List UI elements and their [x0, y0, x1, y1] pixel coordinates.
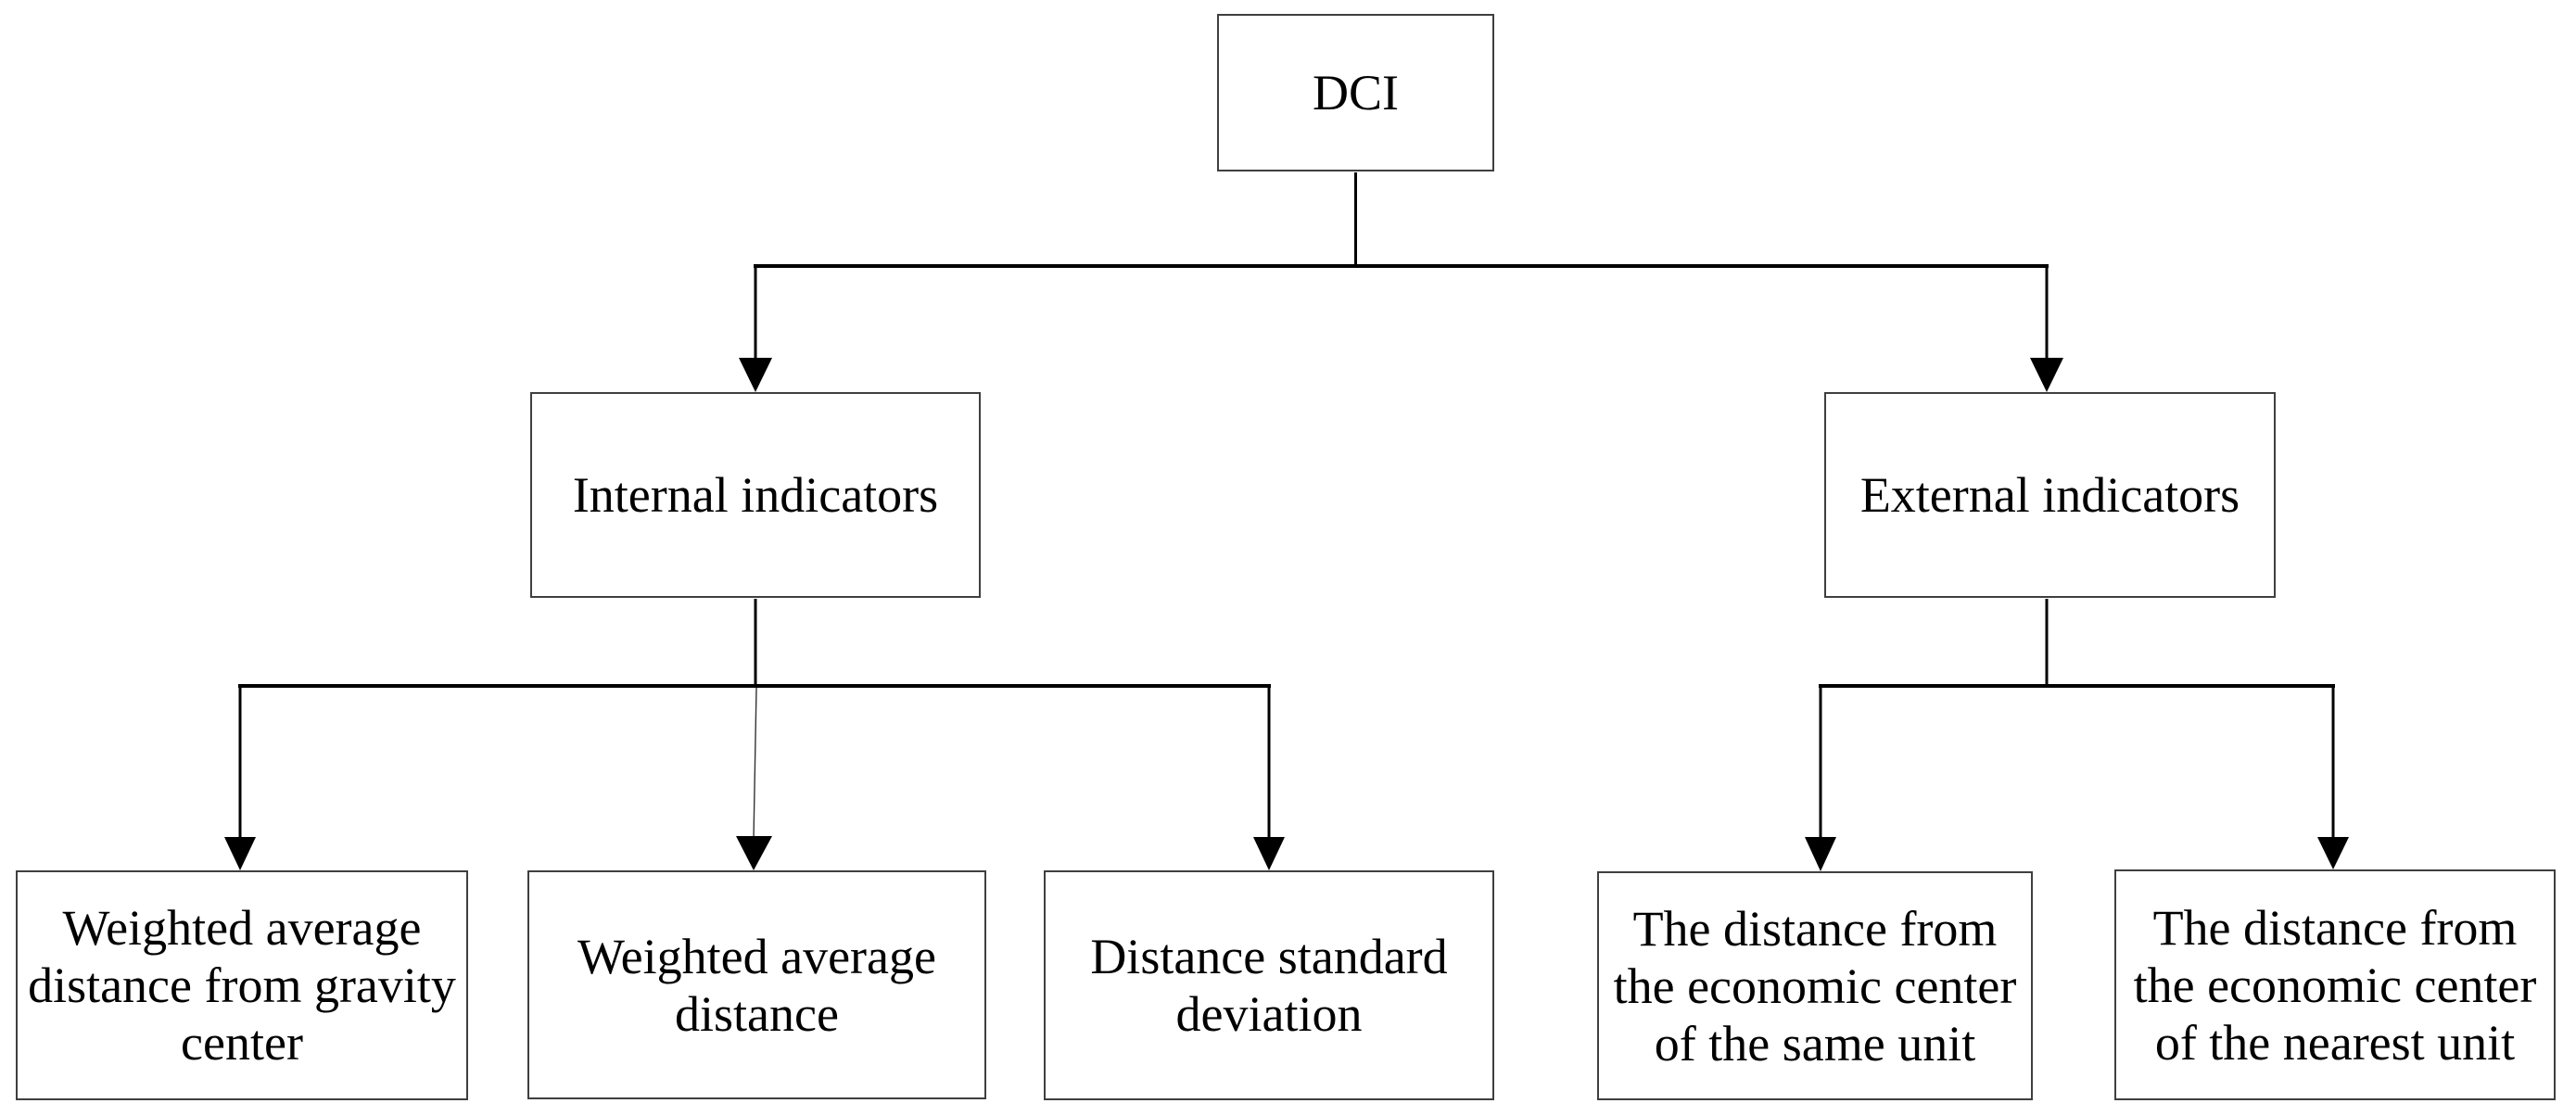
arrowhead-leaf1-icon: [224, 837, 256, 870]
node-external-indicators-label: External indicators: [1859, 467, 2240, 523]
node-external-indicators: External indicators: [1824, 392, 2276, 598]
node-distance-economic-center-same-unit-label: The distance from the economic center of…: [1613, 900, 2017, 1072]
node-distance-economic-center-same-unit: The distance from the economic center of…: [1597, 871, 2033, 1100]
node-distance-economic-center-nearest-unit: The distance from the economic center of…: [2114, 869, 2556, 1100]
arrowhead-leaf4-icon: [1805, 837, 1836, 871]
connector-leaf2-arrow-line: [753, 687, 757, 840]
node-distance-standard-deviation: Distance standard deviation: [1044, 870, 1494, 1100]
node-internal-indicators: Internal indicators: [530, 392, 981, 598]
arrowhead-internal-icon: [739, 358, 772, 392]
node-weighted-average-distance-gravity-center-label: Weighted average distance from gravity c…: [28, 900, 456, 1071]
arrowhead-leaf2-icon: [736, 836, 772, 870]
node-dci-label: DCI: [1313, 65, 1399, 120]
node-weighted-average-distance-label: Weighted average distance: [577, 928, 936, 1042]
node-dci: DCI: [1217, 14, 1494, 171]
node-distance-economic-center-nearest-unit-label: The distance from the economic center of…: [2133, 899, 2537, 1071]
node-weighted-average-distance: Weighted average distance: [527, 870, 986, 1099]
node-distance-standard-deviation-label: Distance standard deviation: [1090, 929, 1448, 1042]
arrowhead-leaf3-icon: [1253, 837, 1285, 870]
arrowhead-leaf5-icon: [2317, 837, 2349, 869]
node-weighted-average-distance-gravity-center: Weighted average distance from gravity c…: [16, 870, 468, 1100]
node-internal-indicators-label: Internal indicators: [572, 467, 939, 523]
arrowhead-external-icon: [2030, 358, 2063, 392]
